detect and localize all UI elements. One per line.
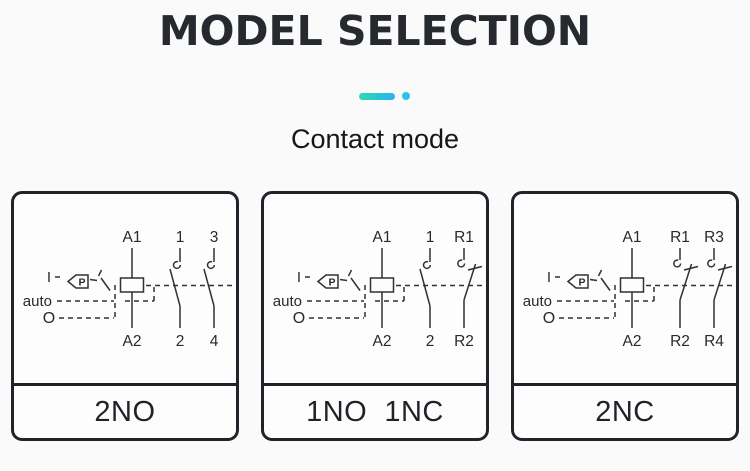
- selector-on-label: I: [47, 269, 51, 286]
- divider-bar: [358, 92, 395, 100]
- coil-terminal-bottom-label: A2: [623, 333, 642, 350]
- contact-top-label: R1: [454, 229, 474, 246]
- contact-blade: [463, 263, 477, 301]
- selector-switch-icon: [97, 269, 103, 277]
- contact-top-label: 3: [210, 229, 219, 246]
- selector-on-label: I: [547, 269, 551, 286]
- pushbutton-label: P: [78, 277, 85, 289]
- panel-1no-1nc: I P auto O: [261, 191, 489, 441]
- section-subtitle: Contact mode: [290, 124, 460, 154]
- contact-bottom-label: R2: [670, 333, 690, 350]
- selector-auto-label: auto: [273, 293, 302, 310]
- circuit-diagram-2nc: I P auto O: [514, 194, 736, 383]
- coil-terminal-top-label: A1: [373, 229, 392, 246]
- panel-2no: I P auto O: [11, 191, 239, 441]
- nc-stop-bar: [717, 265, 733, 271]
- contact-top-label: R1: [670, 229, 690, 246]
- circuit-svg: I P auto O: [23, 229, 236, 350]
- nc-stop-bar: [467, 265, 483, 271]
- coil-symbol: A1 A2: [369, 229, 395, 350]
- manual-auto-selector: I P auto O: [523, 269, 655, 327]
- circuit-svg: I P auto O: [273, 229, 486, 350]
- contact-hook: [422, 260, 432, 270]
- page: MODEL SELECTION Contact mode I P: [0, 6, 750, 471]
- nc-contact-symbol: R1 R2: [454, 229, 483, 350]
- coil-terminal-top-label: A1: [623, 229, 642, 246]
- nc-stop-bar: [683, 265, 699, 271]
- manual-auto-selector: I P auto O: [23, 269, 155, 327]
- contact-bottom-label: R2: [454, 333, 474, 350]
- coil-terminal-bottom-label: A2: [123, 333, 142, 350]
- pushbutton-label: P: [328, 277, 335, 289]
- divider-dot-icon: [401, 92, 410, 100]
- selector-switch-blade: [350, 277, 361, 291]
- selector-on-label: I: [297, 269, 301, 286]
- panel-2nc: I P auto O: [511, 191, 739, 441]
- contact-mode-panels: I P auto O: [0, 191, 750, 441]
- panel-label: 2NO: [14, 383, 236, 438]
- contact-blade: [419, 268, 431, 307]
- contact-hook: [673, 259, 682, 268]
- title-divider: [9, 92, 750, 100]
- contact-blade: [203, 268, 215, 307]
- contact-bottom-label: R4: [704, 333, 724, 350]
- page-title: MODEL SELECTION: [158, 7, 592, 55]
- nc-contact-symbol: R3 R4: [704, 229, 733, 350]
- contact-bottom-label: 4: [210, 333, 219, 350]
- contact-hook: [206, 260, 216, 270]
- no-contact-symbol: 1 2: [169, 229, 185, 350]
- coil-terminal-top-label: A1: [123, 229, 142, 246]
- panel-label: 1NO 1NC: [264, 383, 486, 438]
- circuit-diagram-2no: I P auto O: [14, 194, 236, 383]
- circuit-svg: I P auto O: [523, 229, 736, 350]
- panel-label: 2NC: [514, 383, 736, 438]
- selector-auto-label: auto: [523, 293, 552, 310]
- selector-auto-label: auto: [23, 293, 52, 310]
- contact-bottom-label: 2: [426, 333, 435, 350]
- contact-blade: [679, 263, 693, 301]
- pushbutton-icon: [566, 274, 589, 289]
- coil-box: [369, 277, 395, 293]
- selector-off-label: O: [43, 310, 55, 327]
- selector-dash: [89, 278, 98, 282]
- contact-bottom-label: 2: [176, 333, 185, 350]
- pushbutton-icon: [66, 274, 89, 289]
- contact-top-label: 1: [426, 229, 435, 246]
- manual-auto-selector: I P auto O: [273, 269, 405, 327]
- circuit-diagram-1no-1nc: I P auto O: [264, 194, 486, 383]
- coil-box: [619, 277, 645, 293]
- contact-blade: [713, 263, 727, 301]
- selector-dash: [589, 278, 598, 282]
- selector-switch-icon: [347, 269, 353, 277]
- coil-box: [119, 277, 145, 293]
- selector-switch-blade: [600, 277, 611, 291]
- contact-top-label: R3: [704, 229, 724, 246]
- coil-terminal-bottom-label: A2: [373, 333, 392, 350]
- contact-hook: [707, 259, 716, 268]
- nc-contact-symbol: R1 R2: [670, 229, 699, 350]
- selector-dash: [339, 278, 348, 282]
- pushbutton-label: P: [578, 277, 585, 289]
- selector-switch-blade: [100, 277, 111, 291]
- coil-symbol: A1 A2: [619, 229, 645, 350]
- selector-switch-icon: [597, 269, 603, 277]
- pushbutton-icon: [316, 274, 339, 289]
- contact-top-label: 1: [176, 229, 185, 246]
- contact-hook: [172, 260, 182, 270]
- contact-hook: [457, 259, 466, 268]
- selector-off-label: O: [293, 310, 305, 327]
- selector-off-label: O: [543, 310, 555, 327]
- contact-blade: [169, 268, 181, 307]
- coil-symbol: A1 A2: [119, 229, 145, 350]
- no-contact-symbol: 1 2: [419, 229, 435, 350]
- no-contact-symbol: 3 4: [203, 229, 219, 350]
